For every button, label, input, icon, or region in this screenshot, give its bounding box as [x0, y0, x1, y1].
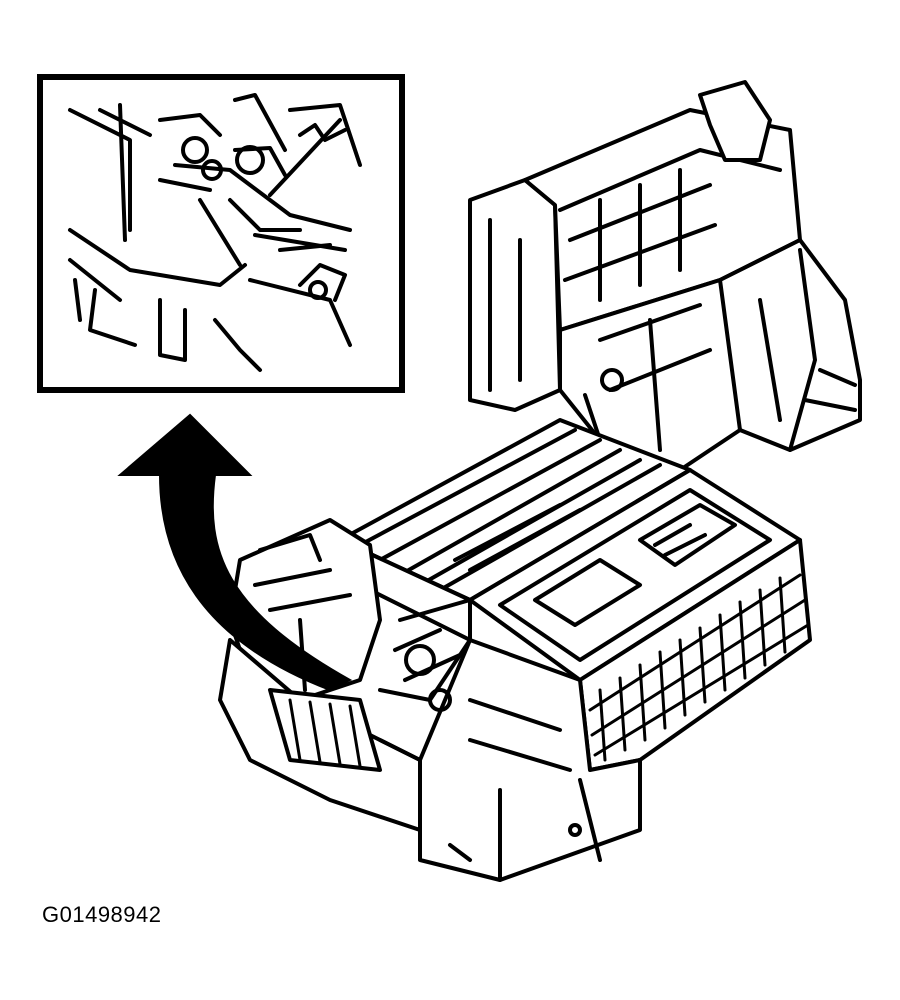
detail-inset — [37, 74, 405, 393]
callout-arrow — [117, 413, 353, 692]
upper-housing — [468, 80, 862, 472]
figure-id-label: G01498942 — [42, 902, 162, 927]
hvac-module-assembly — [218, 80, 862, 882]
inset-drawing — [68, 93, 362, 372]
lower-case — [418, 468, 812, 882]
